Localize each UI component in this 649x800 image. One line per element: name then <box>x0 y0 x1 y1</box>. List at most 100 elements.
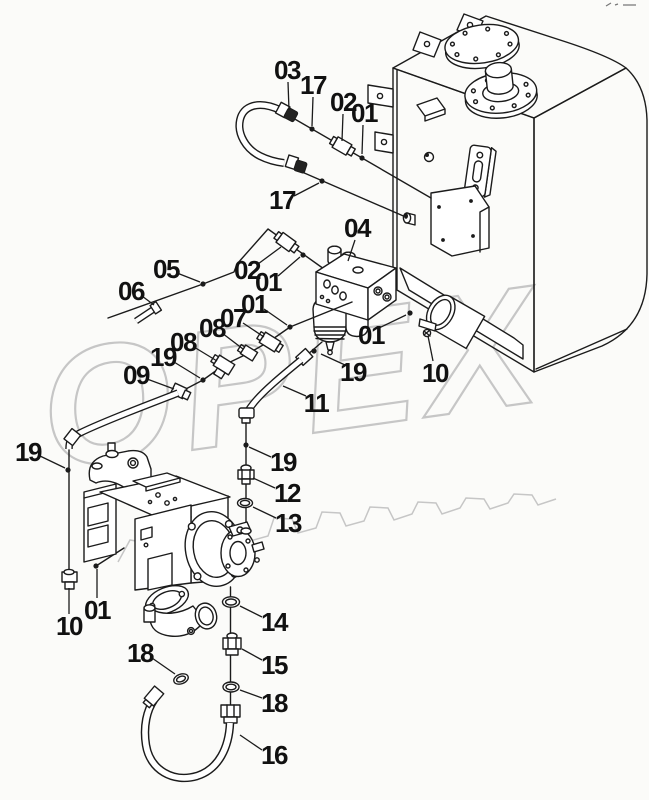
fitting-12 <box>237 464 255 485</box>
callout-label-01: 01 <box>351 98 378 128</box>
callout-leader-01 <box>361 124 364 155</box>
callout-dot-01 <box>407 310 413 316</box>
bracket-plate <box>430 185 490 257</box>
callout-leader-19 <box>173 361 201 379</box>
callout-label-05: 05 <box>153 254 180 284</box>
callout-label-19: 19 <box>150 342 177 372</box>
o-ring-13 <box>236 497 254 509</box>
fitting-15 <box>222 632 242 656</box>
callout-leader-18 <box>239 689 263 699</box>
callout-leader-05 <box>176 272 201 283</box>
callout-label-06: 06 <box>118 276 145 306</box>
callout-label-10: 10 <box>56 611 83 641</box>
callout-leader-02 <box>341 113 344 142</box>
valve-filter-assembly <box>312 245 397 356</box>
callout-dot-17 <box>319 178 325 184</box>
callout-label-15: 15 <box>261 650 288 680</box>
callout-label-03: 03 <box>274 55 301 85</box>
hose-03 <box>236 102 285 166</box>
callout-label-01: 01 <box>84 595 111 625</box>
callout-leader-08 <box>193 346 218 362</box>
callout-leader-07 <box>242 322 265 338</box>
fitting-02a <box>328 135 356 157</box>
callout-leader-19 <box>248 446 272 458</box>
callout-leader-11 <box>282 385 307 397</box>
pump-assembly <box>83 442 265 591</box>
hose-clamp-10 <box>418 318 437 338</box>
callout-label-13: 13 <box>275 508 302 538</box>
callout-leader-15 <box>241 648 263 661</box>
callout-leader-10 <box>427 335 434 362</box>
elbow-fitting-11 <box>238 407 255 424</box>
callout-dot-01 <box>300 252 306 258</box>
callout-leader-01 <box>378 314 407 329</box>
callout-label-10: 10 <box>422 358 449 388</box>
hose-11-assembly <box>236 341 323 531</box>
callout-dot-01 <box>287 324 293 330</box>
callout-label-19: 19 <box>270 447 297 477</box>
hose-16 <box>142 698 233 781</box>
callout-leader-18 <box>151 657 176 675</box>
drain-line <box>140 586 242 783</box>
callout-dot-19 <box>243 442 249 448</box>
callout-dot-19 <box>65 467 71 473</box>
bolt-boss <box>423 151 435 163</box>
callout-label-02: 02 <box>234 255 261 285</box>
callout-label-18: 18 <box>127 638 154 668</box>
callout-label-01: 01 <box>241 289 268 319</box>
tank-breather-flange <box>464 61 538 119</box>
callout-dot-19 <box>200 377 206 383</box>
fitting-07 <box>256 331 284 353</box>
callout-label-09: 09 <box>123 360 150 390</box>
o-ring-18l <box>173 673 189 685</box>
callout-leader-08 <box>221 332 244 350</box>
callout-leader-12 <box>252 477 276 489</box>
callout-label-01: 01 <box>255 267 282 297</box>
callout-label-08: 08 <box>199 313 226 343</box>
callout-leader-04 <box>347 239 356 262</box>
callout-label-01: 01 <box>358 320 385 350</box>
valve-block <box>315 245 397 321</box>
callout-dot-05 <box>200 281 206 287</box>
callout-leader-16 <box>239 734 263 751</box>
callout-label-17: 17 <box>269 185 296 215</box>
return-lines <box>235 101 432 226</box>
pump-port-cluster <box>228 521 265 563</box>
fitting-02b <box>273 231 300 254</box>
pump-front-flange <box>220 528 256 578</box>
tank-pad <box>416 97 446 122</box>
o-ring-18r <box>222 681 240 693</box>
callout-leader-02 <box>257 246 282 265</box>
callout-leader-03 <box>287 81 290 111</box>
hose-03-fitting-top <box>274 101 299 123</box>
fitting-08a <box>236 343 259 362</box>
callout-leader-19 <box>39 455 66 469</box>
hose-03-fitting-bottom <box>284 154 308 174</box>
hydraulic-tank <box>367 13 648 373</box>
callout-dot-17 <box>309 126 315 132</box>
callout-label-12: 12 <box>274 478 301 508</box>
callout-label-04: 04 <box>344 213 372 243</box>
callout-label-07: 07 <box>220 303 247 333</box>
suction-tube <box>425 294 486 350</box>
callout-label-19: 19 <box>340 357 367 387</box>
tank-cover-flange <box>444 23 520 70</box>
callout-label-02: 02 <box>330 87 357 117</box>
callout-dot-19 <box>311 348 317 354</box>
tube-boss <box>402 212 416 226</box>
callout-leader-01 <box>277 256 301 277</box>
pilot-tube-05 <box>107 228 325 324</box>
callout-label-19: 19 <box>15 437 42 467</box>
callout-leader-19 <box>320 353 346 366</box>
corner-mark <box>605 2 636 7</box>
callout-label-16: 16 <box>261 740 288 770</box>
tank-right-face <box>533 67 648 373</box>
callout-leader-17 <box>293 182 320 197</box>
suction-elbow <box>143 584 218 637</box>
callout-label-11: 11 <box>304 388 330 418</box>
callout-dot-01 <box>359 155 365 161</box>
callout-label-18: 18 <box>261 688 288 718</box>
